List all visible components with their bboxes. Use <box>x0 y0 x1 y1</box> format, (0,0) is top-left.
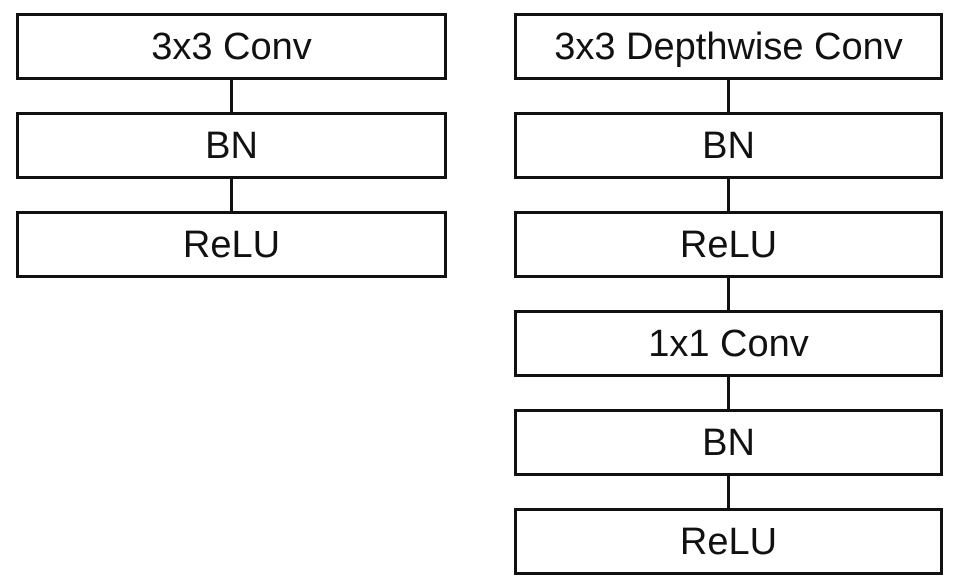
layer-label: BN <box>702 421 755 464</box>
layer-block-3x3-depthwise-conv: 3x3 Depthwise Conv <box>514 13 943 80</box>
connector-line <box>727 80 730 112</box>
layer-label: ReLU <box>679 520 778 563</box>
layer-block-bn: BN <box>16 112 447 179</box>
layer-block-bn: BN <box>514 409 943 476</box>
connector-line <box>727 476 730 508</box>
layer-label: ReLU <box>182 223 281 266</box>
layer-label: 1x1 Conv <box>648 322 809 365</box>
connector-line <box>727 278 730 310</box>
connector-line <box>727 179 730 211</box>
layer-label: 3x3 Depthwise Conv <box>554 25 903 68</box>
layer-block-relu: ReLU <box>514 508 943 575</box>
layer-label: BN <box>205 124 258 167</box>
layer-label: 3x3 Conv <box>151 25 312 68</box>
layer-block-3x3-conv: 3x3 Conv <box>16 13 447 80</box>
layer-block-relu: ReLU <box>514 211 943 278</box>
layer-block-bn: BN <box>514 112 943 179</box>
layer-block-relu: ReLU <box>16 211 447 278</box>
connector-line <box>727 377 730 409</box>
connector-line <box>230 80 233 112</box>
layer-label: BN <box>702 124 755 167</box>
connector-line <box>230 179 233 211</box>
layer-block-1x1-conv: 1x1 Conv <box>514 310 943 377</box>
layer-label: ReLU <box>679 223 778 266</box>
